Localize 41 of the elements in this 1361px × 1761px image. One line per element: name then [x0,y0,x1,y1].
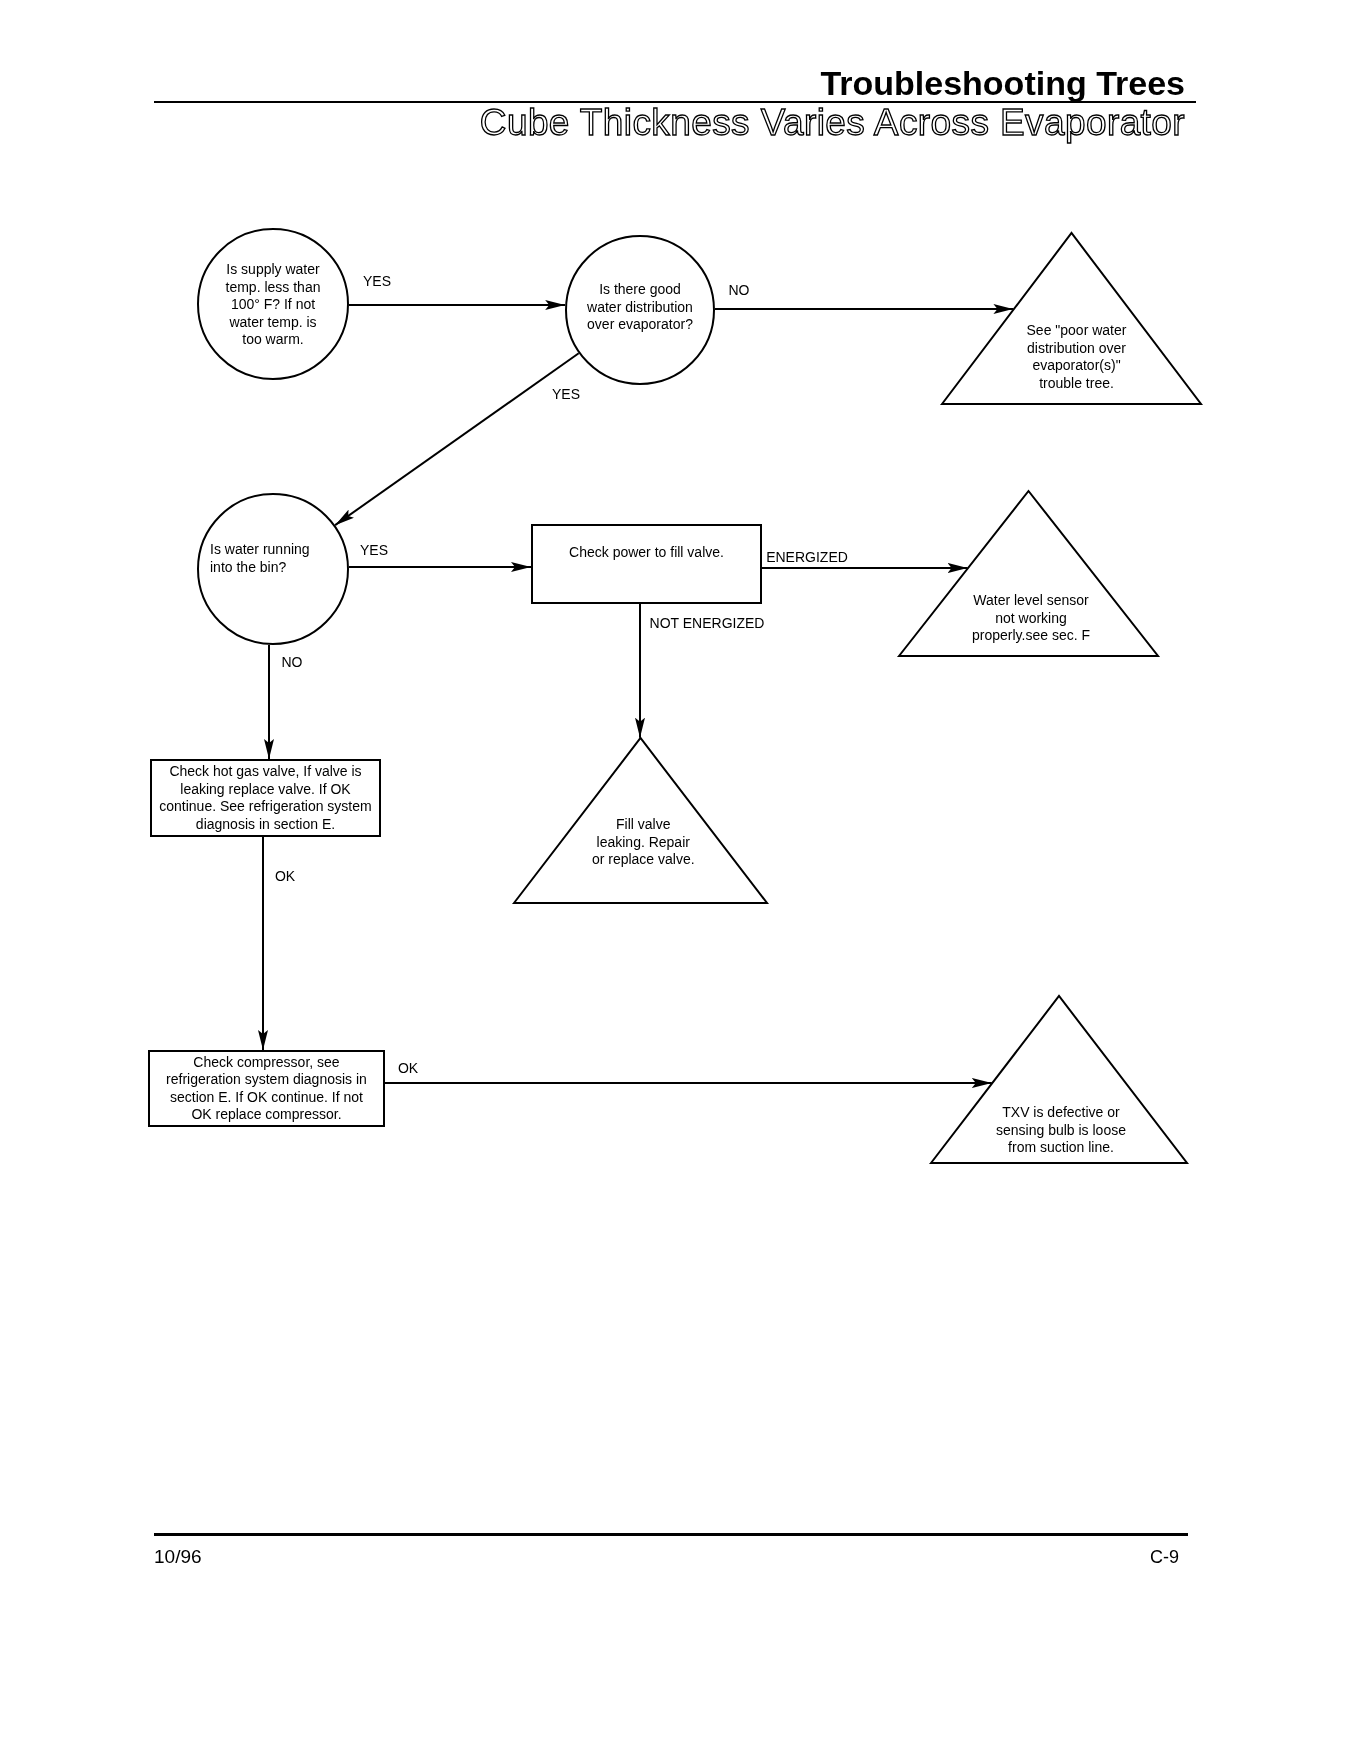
footer-date: 10/96 [154,1547,202,1566]
edge-label: NO [280,654,304,670]
edge-label: NOT ENERGIZED [648,615,766,631]
step-text: Check compressor, see refrigeration system diagnosis in section E. If OK continue. If not OK replace compressor. [165,1053,368,1124]
arrow [635,603,645,739]
step-text: Check hot gas valve, If valve is leaking replace valve. If OK continue. See refrigeration system diagnosis in section E. [158,763,373,833]
arrow [384,1078,993,1088]
result-text: TXV is defective or sensing bulb is loose from suction line. [995,1104,1127,1157]
result-triangle [513,737,768,904]
result-text: Fill valve leaking. Repair or replace valve. [591,816,696,869]
process-box [531,524,762,604]
edge-label: YES [359,542,389,558]
question-text: Is there good water distribution over evaporator? [586,281,694,334]
edge-label: NO [727,282,751,298]
arrow [348,300,567,310]
arrow [347,562,532,572]
question-text: Is water running into the bin? [210,541,311,576]
result-triangle [941,232,1202,405]
page-number: C-9 [1150,1548,1179,1566]
page-title: Troubleshooting Trees [820,66,1185,100]
process-box [148,1050,385,1127]
edge-label: YES [551,386,581,402]
edge-label: YES [362,273,392,289]
result-text: See "poor water distribution over evaporator(s)" trouble tree. [1025,322,1128,392]
step-text: Check power to fill valve. [568,544,725,562]
result-triangle [898,490,1159,657]
decision-circle [197,493,349,645]
result-text: Water level sensor not working properly.see sec. F [971,592,1091,645]
edge-label: ENERGIZED [765,549,849,565]
process-box [150,759,381,837]
decision-circle [565,235,715,385]
edge-label: OK [396,1060,420,1076]
result-triangle [930,995,1188,1164]
question-text: Is supply water temp. less than 100° F? If not water temp. is too warm. [224,261,322,349]
arrow [334,352,580,527]
arrow [714,304,1015,314]
arrow [258,836,268,1051]
decision-circle [197,228,349,380]
arrow [761,563,969,573]
edge-label: OK [273,868,297,884]
arrow [264,643,274,760]
